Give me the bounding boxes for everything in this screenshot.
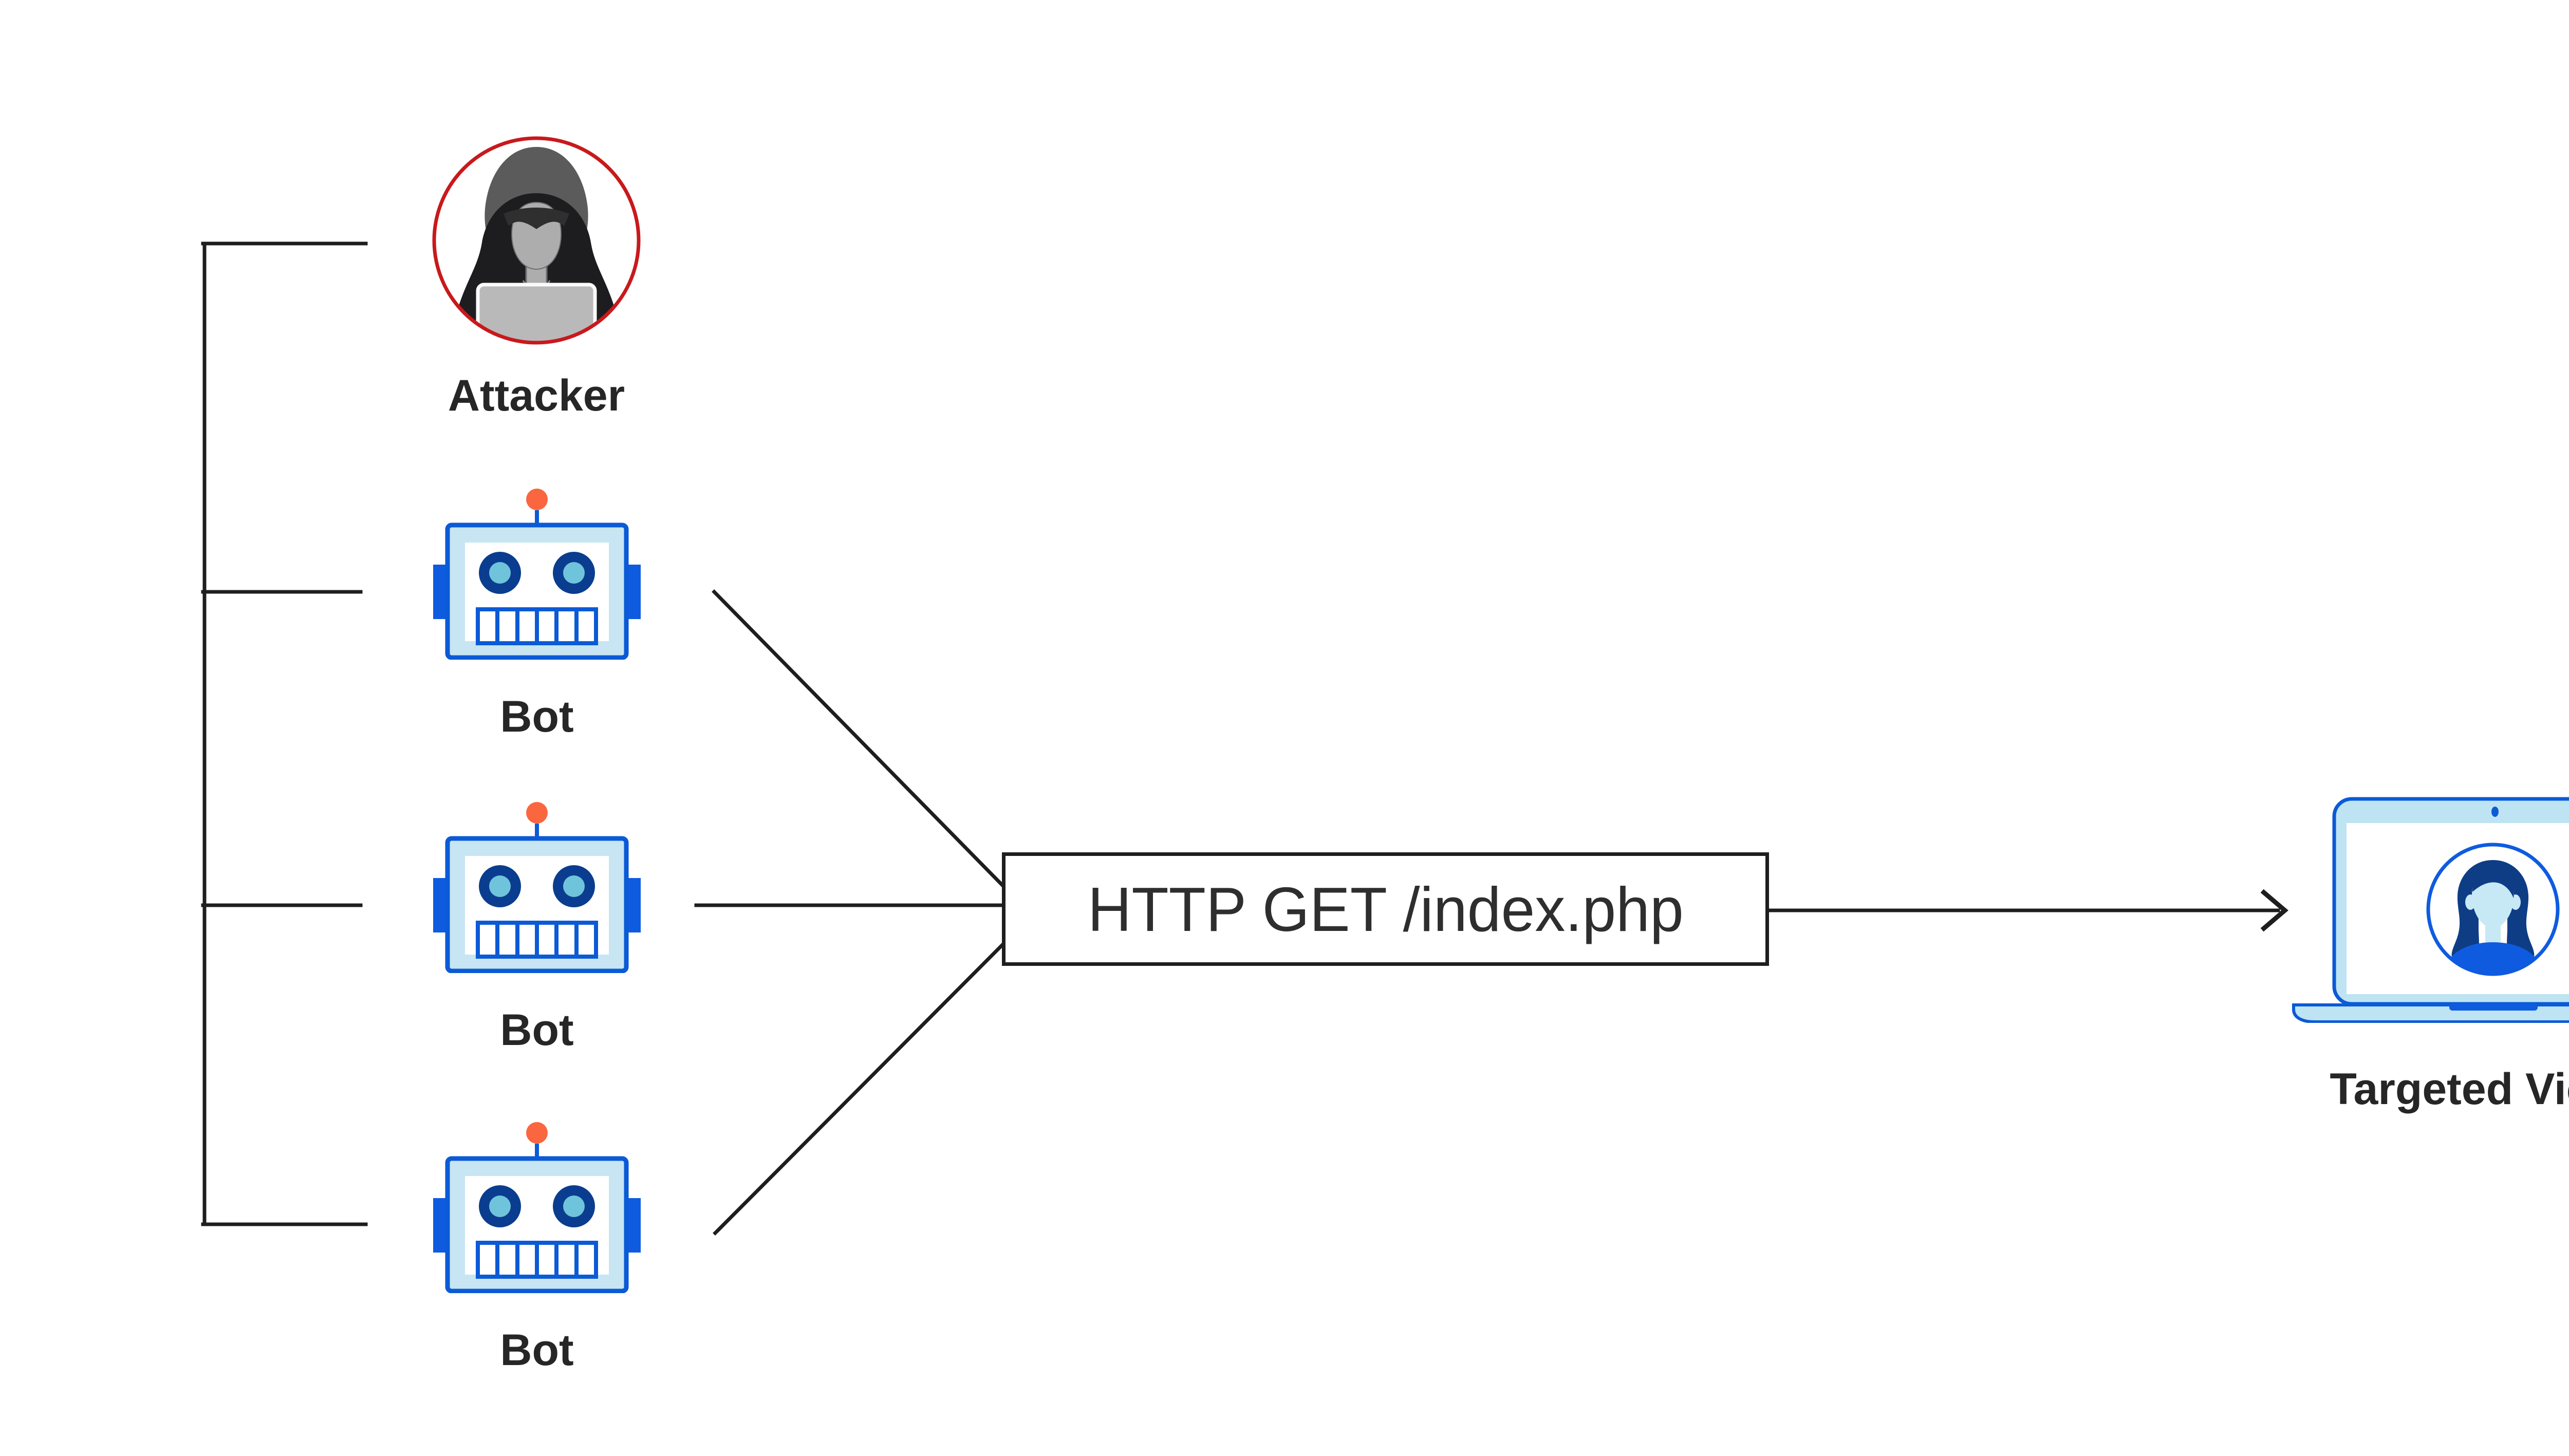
robot-head-icon — [433, 489, 641, 660]
attacker-node — [429, 133, 644, 348]
hooded-hacker-avatar-icon — [432, 136, 641, 345]
robot-head-icon — [433, 1122, 641, 1293]
bot3-node — [428, 1121, 646, 1293]
bot1-to-request-line — [712, 589, 1004, 887]
laptop-with-user-avatar-icon — [2292, 797, 2569, 1023]
bot3-to-request-line — [713, 943, 1004, 1236]
bot2-node — [428, 800, 646, 973]
robot-head-icon — [433, 802, 641, 973]
request-label: HTTP GET /index.php — [1087, 874, 1684, 944]
victim-node — [2289, 797, 2569, 1023]
bot1-label: Bot — [500, 692, 574, 741]
attacker-label: Attacker — [448, 371, 625, 420]
bot3-label: Bot — [500, 1326, 574, 1375]
woman-avatar-icon — [2444, 860, 2542, 973]
webcam-dot-icon — [2491, 807, 2499, 817]
bot1-node — [428, 487, 646, 660]
bot2-label: Bot — [500, 1005, 574, 1055]
arrowhead-icon — [2260, 889, 2288, 932]
request-box: HTTP GET /index.php — [1002, 852, 1769, 966]
victim-label: Targeted Victim — [2330, 1065, 2569, 1114]
